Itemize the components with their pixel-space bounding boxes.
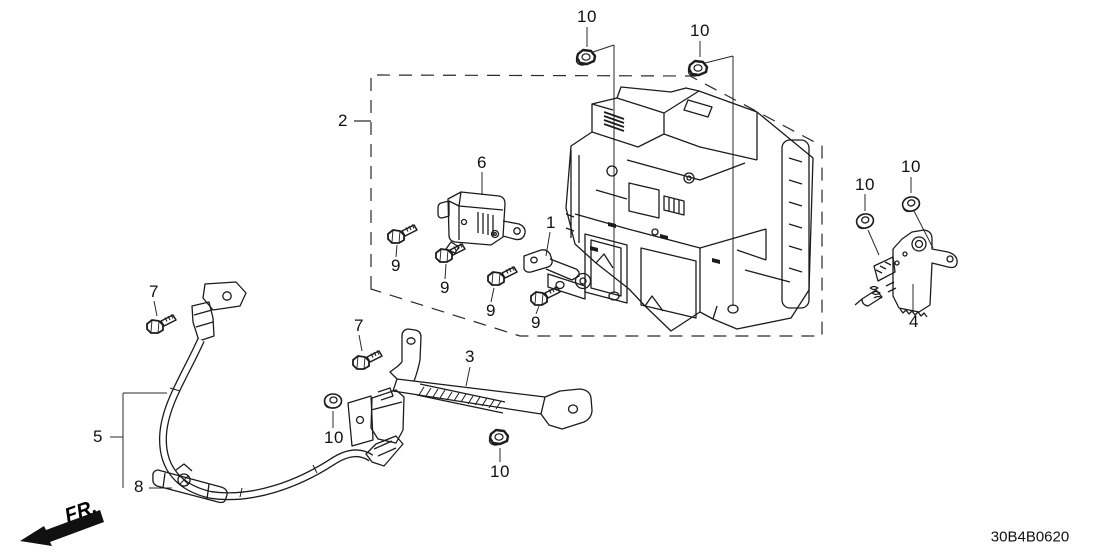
callout-5: 5 <box>93 427 103 446</box>
grommet-10-icon-3 <box>323 393 343 409</box>
bolt-7-left-icon <box>146 313 177 334</box>
callout-10-c: 10 <box>855 175 875 194</box>
nut-10-icon-1 <box>575 48 597 67</box>
grommet-10-icon-1 <box>854 211 876 231</box>
part4-drawing <box>854 229 958 318</box>
callout-1: 1 <box>546 213 556 232</box>
callout-10-e: 10 <box>324 428 344 447</box>
bolt-9-icon-3 <box>487 265 518 286</box>
bolt-7-center-icon <box>352 349 383 370</box>
leader-lines <box>110 27 934 489</box>
part3-drawing <box>389 328 593 430</box>
part2-dashed-boundary <box>354 74 823 337</box>
cable-drawing <box>158 281 405 501</box>
callout-6: 6 <box>477 153 487 172</box>
callout-10-b: 10 <box>690 21 710 40</box>
callout-9-d: 9 <box>531 313 541 332</box>
nut-10-icon-3 <box>488 428 510 447</box>
callout-9-b: 9 <box>440 278 450 297</box>
callout-7-b: 7 <box>354 316 364 335</box>
callout-10-d: 10 <box>901 157 921 176</box>
callout-3: 3 <box>465 347 475 366</box>
callout-8: 8 <box>134 477 144 496</box>
callout-10-a: 10 <box>577 7 597 26</box>
grommet-10-icon-2 <box>900 194 922 214</box>
callout-4: 4 <box>909 312 919 331</box>
diagram-part-code: 30B4B0620 <box>990 528 1070 546</box>
callout-9-a: 9 <box>391 256 401 275</box>
bolt-9-icon-1 <box>387 223 418 244</box>
part1-drawing <box>523 249 592 290</box>
callout-10-f: 10 <box>490 462 510 481</box>
bolt-9-icon-2 <box>435 242 466 263</box>
part6-drawing <box>437 191 526 254</box>
callout-7-a: 7 <box>149 282 159 301</box>
callout-9-c: 9 <box>486 301 496 320</box>
battery-module-drawing <box>547 86 814 332</box>
callout-2: 2 <box>338 111 348 130</box>
nut-10-icon-2 <box>687 59 709 78</box>
fr-arrow-icon <box>20 510 104 546</box>
part8-clamp-drawing <box>152 463 228 504</box>
